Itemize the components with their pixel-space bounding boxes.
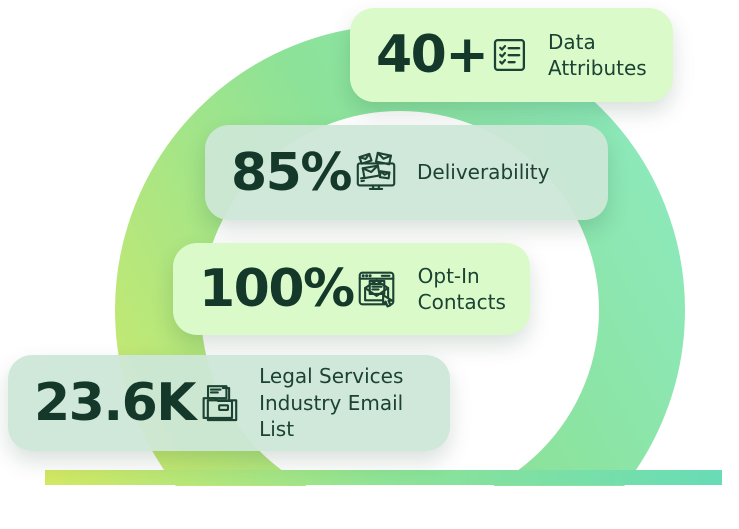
stat-label: Opt-In Contacts bbox=[417, 263, 506, 314]
stat-value: 85% bbox=[231, 142, 352, 203]
checklist-icon bbox=[488, 34, 530, 76]
ring-clip-area: 40+ Data Attributes 85% bbox=[8, 8, 722, 486]
stat-label: Data Attributes bbox=[548, 29, 647, 80]
stat-value: 40+ bbox=[376, 25, 489, 85]
stat-card-data-attributes: 40+ Data Attributes bbox=[350, 8, 673, 102]
stat-label: Deliverability bbox=[417, 160, 550, 185]
stat-label: Legal Services Industry Email List bbox=[259, 364, 404, 442]
optin-click-icon bbox=[354, 266, 400, 312]
stat-card-deliverability: 85% Deliverability bbox=[205, 125, 608, 220]
stat-value: 100% bbox=[199, 259, 355, 319]
stat-value: 23.6K bbox=[34, 373, 197, 433]
email-list-folder-icon bbox=[195, 380, 241, 426]
stat-card-email-list: 23.6K Legal Services Industry Email List bbox=[8, 355, 450, 451]
gradient-baseline-bar bbox=[45, 470, 722, 485]
monitor-emails-icon bbox=[353, 150, 399, 196]
stat-card-opt-in-contacts: 100% Opt-In Contacts bbox=[173, 243, 530, 335]
